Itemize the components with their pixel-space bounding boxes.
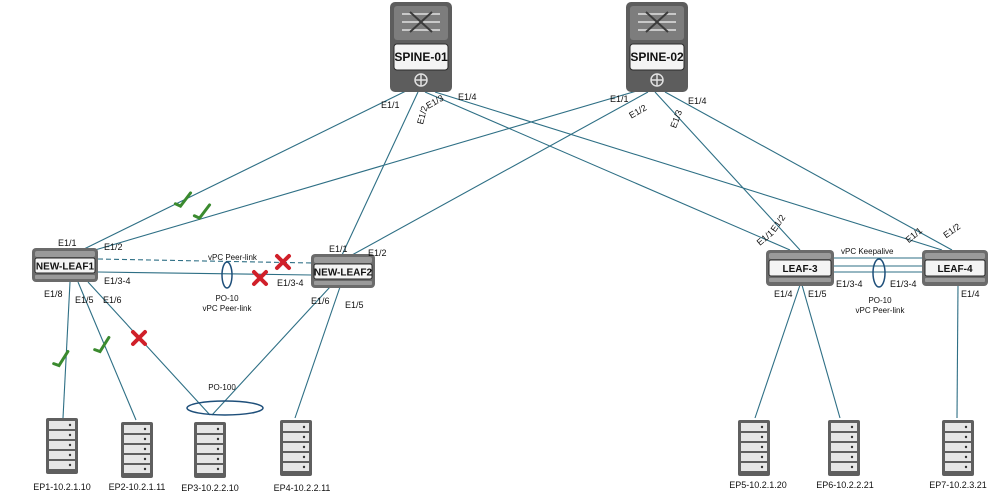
leaf-switch-leaf3[interactable]: LEAF-3 (766, 250, 834, 286)
leaf-label: NEW-LEAF1 (36, 262, 95, 273)
port-label: E1/2 (769, 213, 788, 234)
endpoint-label: EP2-10.2.1.11 (109, 482, 166, 492)
endpoint-label: EP4-10.2.2.11 (274, 483, 331, 493)
leaf-label: NEW-LEAF2 (314, 268, 373, 279)
spine-1-label: SPINE-01 (394, 50, 448, 64)
link-spine2-leaf4 (664, 91, 953, 251)
vpc-peer-link-label: vPC Peer-link (208, 253, 258, 262)
check-icon (192, 203, 212, 221)
link-newleaf1-ep3 (87, 281, 211, 416)
port-label: E1/4 (774, 289, 793, 299)
port-label: E1/6 (103, 295, 122, 305)
port-label: E1/2 (627, 103, 648, 121)
endpoint-label: EP6-10.2.2.21 (816, 480, 874, 490)
link-group (62, 89, 959, 421)
leaf-switch-newleaf2[interactable]: NEW-LEAF2 (311, 254, 375, 288)
po10-right-ellipse (872, 258, 886, 288)
link-newleaf1-ep2 (77, 281, 137, 421)
cross-icon (275, 254, 291, 270)
cisco-logo-icon (414, 73, 428, 87)
link-spine1-newleaf2 (341, 91, 419, 256)
link-leaf4-ep7 (956, 284, 959, 419)
spine-switch-1[interactable]: SPINE-01 (390, 2, 452, 92)
link-leaf3-ep6 (801, 284, 841, 419)
link-newleaf2-ep3 (211, 286, 331, 416)
port-label: E1/5 (75, 295, 94, 305)
port-label: E1/3-4 (277, 278, 304, 288)
link-newleaf-peerlink (97, 271, 313, 276)
check-icon (93, 335, 111, 354)
endpoint-label: EP1-10.2.1.10 (33, 482, 91, 492)
port-label: E1/8 (44, 289, 63, 299)
port-label: E1/2 (368, 248, 387, 258)
server-ep3[interactable]: EP3-10.2.2.10 (181, 422, 239, 493)
vpc-keepalive-label: vPC Keepalive (841, 247, 894, 256)
po10-right-sublabel: vPC Peer-link (856, 306, 906, 315)
port-label: E1/2 (941, 221, 962, 240)
leaf-label: LEAF-4 (938, 264, 973, 275)
link-spine2-leaf3 (654, 91, 801, 251)
endpoint-label: EP5-10.2.1.20 (729, 480, 787, 490)
port-label: E1/1 (58, 238, 77, 248)
port-label: E1/5 (808, 289, 827, 299)
leaf-switch-newleaf1[interactable]: NEW-LEAF1 (32, 248, 98, 282)
po10-right-label: PO-10 (868, 296, 892, 305)
check-icon (52, 349, 70, 368)
port-label: E1/1 (329, 244, 348, 254)
link-newleaf1-ep1 (62, 281, 71, 419)
spine-switch-2[interactable]: SPINE-02 (626, 2, 688, 92)
cisco-logo-icon (650, 73, 664, 87)
port-label: E1/4 (688, 96, 707, 106)
port-label: E1/3 (424, 93, 445, 111)
port-label: E1/6 (311, 296, 330, 306)
link-spine2-newleaf2 (351, 91, 649, 256)
port-label: E1/2 (104, 242, 123, 252)
leaf-label: LEAF-3 (783, 264, 818, 275)
leaf-switch-leaf4[interactable]: LEAF-4 (922, 250, 988, 286)
endpoint-label: EP3-10.2.2.10 (181, 483, 239, 493)
port-label: E1/1 (610, 94, 629, 104)
po10-left-label: PO-10 (215, 294, 239, 303)
port-label: E1/3-4 (890, 279, 917, 289)
port-label: E1/3-4 (104, 276, 131, 286)
link-newleaf-dashed (97, 258, 313, 264)
endpoint-label: EP7-10.2.3.21 (929, 480, 987, 490)
link-newleaf2-ep4 (294, 286, 341, 419)
port-label: E1/3-4 (836, 279, 863, 289)
po10-left-ellipse (221, 261, 233, 289)
port-label: E1/1 (381, 100, 400, 110)
server-ep4[interactable]: EP4-10.2.2.11 (274, 420, 331, 493)
link-spine1-newleaf1 (81, 89, 409, 251)
port-label: E1/2 (415, 105, 429, 125)
po10-left-sublabel: vPC Peer-link (203, 304, 253, 313)
server-ep5[interactable]: EP5-10.2.1.20 (729, 420, 787, 490)
link-spine1-leaf3 (424, 91, 791, 251)
port-label: E1/4 (458, 92, 477, 102)
check-icon (173, 191, 193, 209)
server-ep1[interactable]: EP1-10.2.1.10 (33, 418, 91, 492)
link-spine2-newleaf1 (94, 89, 641, 251)
server-ep7[interactable]: EP7-10.2.3.21 (929, 420, 987, 490)
link-leaf3-ep5 (754, 284, 801, 419)
server-ep6[interactable]: EP6-10.2.2.21 (816, 420, 874, 490)
po100-label: PO-100 (208, 383, 236, 392)
server-ep2[interactable]: EP2-10.2.1.11 (109, 422, 166, 492)
cross-icon (252, 270, 268, 286)
po100-ellipse (186, 400, 264, 416)
port-label: E1/3 (668, 109, 684, 130)
cross-icon (131, 330, 147, 346)
port-label: E1/1 (904, 225, 925, 245)
port-label: E1/4 (961, 289, 980, 299)
link-spine1-leaf4 (434, 91, 943, 251)
port-label: E1/5 (345, 300, 364, 310)
spine-2-label: SPINE-02 (630, 50, 684, 64)
